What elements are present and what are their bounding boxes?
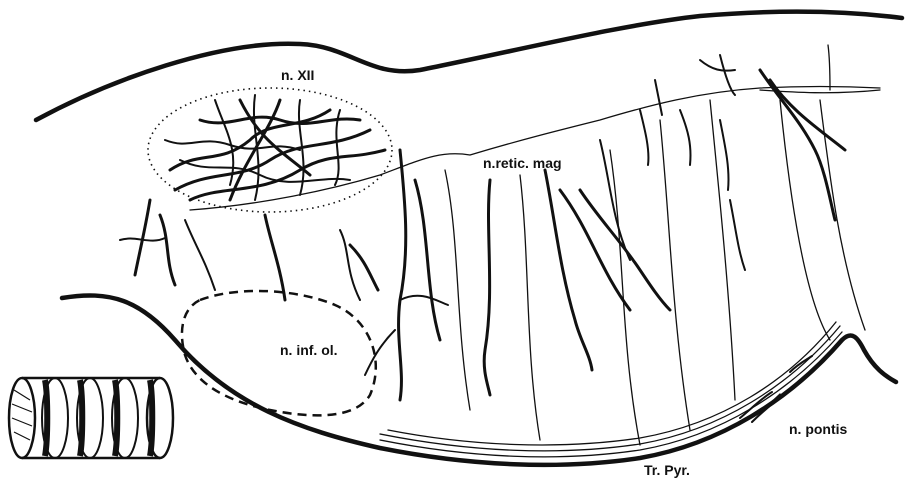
left-reticular-neurons bbox=[120, 200, 378, 300]
right-reticular-neurons bbox=[655, 45, 880, 340]
label-n-xii: n. XII bbox=[281, 67, 314, 83]
label-n-pontis: n. pontis bbox=[789, 421, 848, 437]
dorsal-surface-outline bbox=[36, 12, 902, 120]
pyramidal-tract-lines bbox=[380, 322, 842, 457]
section-orientation-cylinder bbox=[9, 378, 173, 458]
label-tr-pyr: Tr. Pyr. bbox=[644, 462, 690, 478]
label-n-retic-mag: n.retic. mag bbox=[483, 155, 562, 171]
n-xii-boundary bbox=[148, 88, 392, 212]
n-inf-ol-boundary bbox=[182, 291, 376, 415]
n-xii-dendrites bbox=[165, 95, 385, 200]
central-reticular-neurons bbox=[365, 100, 745, 445]
ventral-surface-outline bbox=[62, 295, 896, 464]
label-n-inf-ol: n. inf. ol. bbox=[280, 342, 338, 358]
